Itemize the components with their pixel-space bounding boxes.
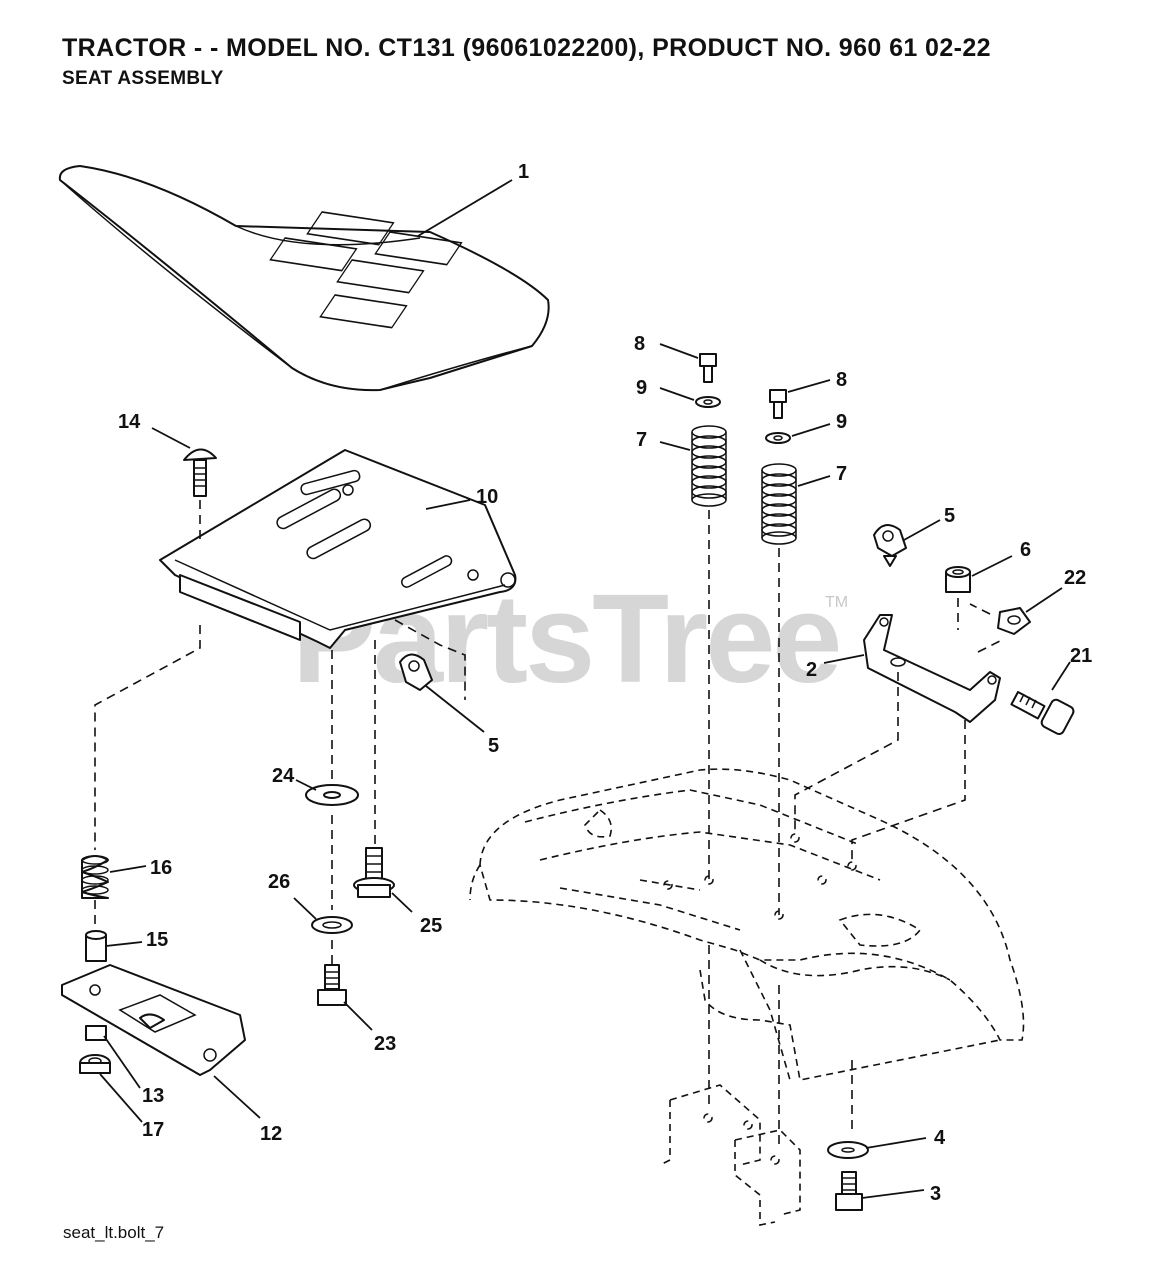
callout-22: 22 [1064, 567, 1086, 589]
callout-5-right: 5 [944, 505, 955, 527]
callout-6: 6 [1020, 539, 1031, 561]
callout-21: 21 [1070, 645, 1092, 667]
callout-5-left: 5 [488, 735, 499, 757]
clip-left-part[interactable] [399, 653, 485, 733]
washer-9-right-part[interactable] [765, 423, 831, 444]
callout-8-left: 8 [634, 333, 645, 355]
callout-25: 25 [420, 915, 442, 937]
washer-9-left-part[interactable] [659, 387, 721, 408]
locknut-13-part[interactable] [85, 1025, 141, 1089]
bolt-8-left-part[interactable] [659, 343, 717, 383]
callout-4: 4 [934, 1127, 946, 1149]
tractor-frame-outline [469, 768, 1025, 1226]
spring-7-left-part[interactable] [659, 425, 727, 507]
callout-9-right: 9 [836, 411, 847, 433]
bracket-2-part[interactable] [823, 614, 1001, 723]
callout-9-left: 9 [636, 377, 647, 399]
spring-16-part[interactable] [81, 855, 147, 899]
watermark-tm: TM [825, 594, 849, 611]
callout-3: 3 [930, 1183, 941, 1205]
nut-17-part[interactable] [79, 1054, 143, 1123]
bolt-8-right-part[interactable] [769, 379, 831, 419]
callout-2: 2 [806, 659, 817, 681]
bolt-3-part[interactable] [835, 1171, 925, 1211]
seat-pan-part[interactable] [159, 449, 517, 649]
page-subtitle: SEAT ASSEMBLY [62, 68, 224, 89]
callout-14: 14 [118, 411, 141, 433]
callout-17: 17 [142, 1119, 164, 1141]
washer-4-part[interactable] [827, 1137, 927, 1159]
clip-right-part[interactable] [873, 519, 941, 567]
callout-12: 12 [260, 1123, 282, 1145]
callout-10: 10 [476, 486, 498, 508]
spacer-15-part[interactable] [85, 930, 143, 962]
hex-bolt-23-part[interactable] [317, 964, 373, 1031]
seat-part[interactable] [58, 165, 550, 392]
nut-6-part[interactable] [945, 555, 1013, 593]
callout-8-right: 8 [836, 369, 847, 391]
flat-washer-24-part[interactable] [295, 779, 359, 806]
knob-bolt-21-part[interactable] [1010, 661, 1075, 736]
lock-washer-26-part[interactable] [293, 897, 353, 934]
callout-13: 13 [142, 1085, 164, 1107]
callout-23: 23 [374, 1033, 396, 1055]
shoulder-bolt-25-part[interactable] [353, 847, 413, 913]
callout-15: 15 [146, 929, 168, 951]
nut-22-part[interactable] [997, 587, 1063, 635]
hinge-plate-12-part[interactable] [61, 964, 261, 1119]
callout-1: 1 [518, 161, 529, 183]
carriage-bolt-part[interactable] [151, 427, 217, 497]
callout-24: 24 [272, 765, 295, 787]
callout-16: 16 [150, 857, 172, 879]
page-title: TRACTOR - - MODEL NO. CT131 (96061022200… [62, 34, 991, 62]
callout-26: 26 [268, 871, 290, 893]
spring-7-right-part[interactable] [761, 463, 831, 545]
callout-7-right: 7 [836, 463, 847, 485]
callout-7-left: 7 [636, 429, 647, 451]
diagram-code: seat_lt.bolt_7 [63, 1223, 165, 1242]
